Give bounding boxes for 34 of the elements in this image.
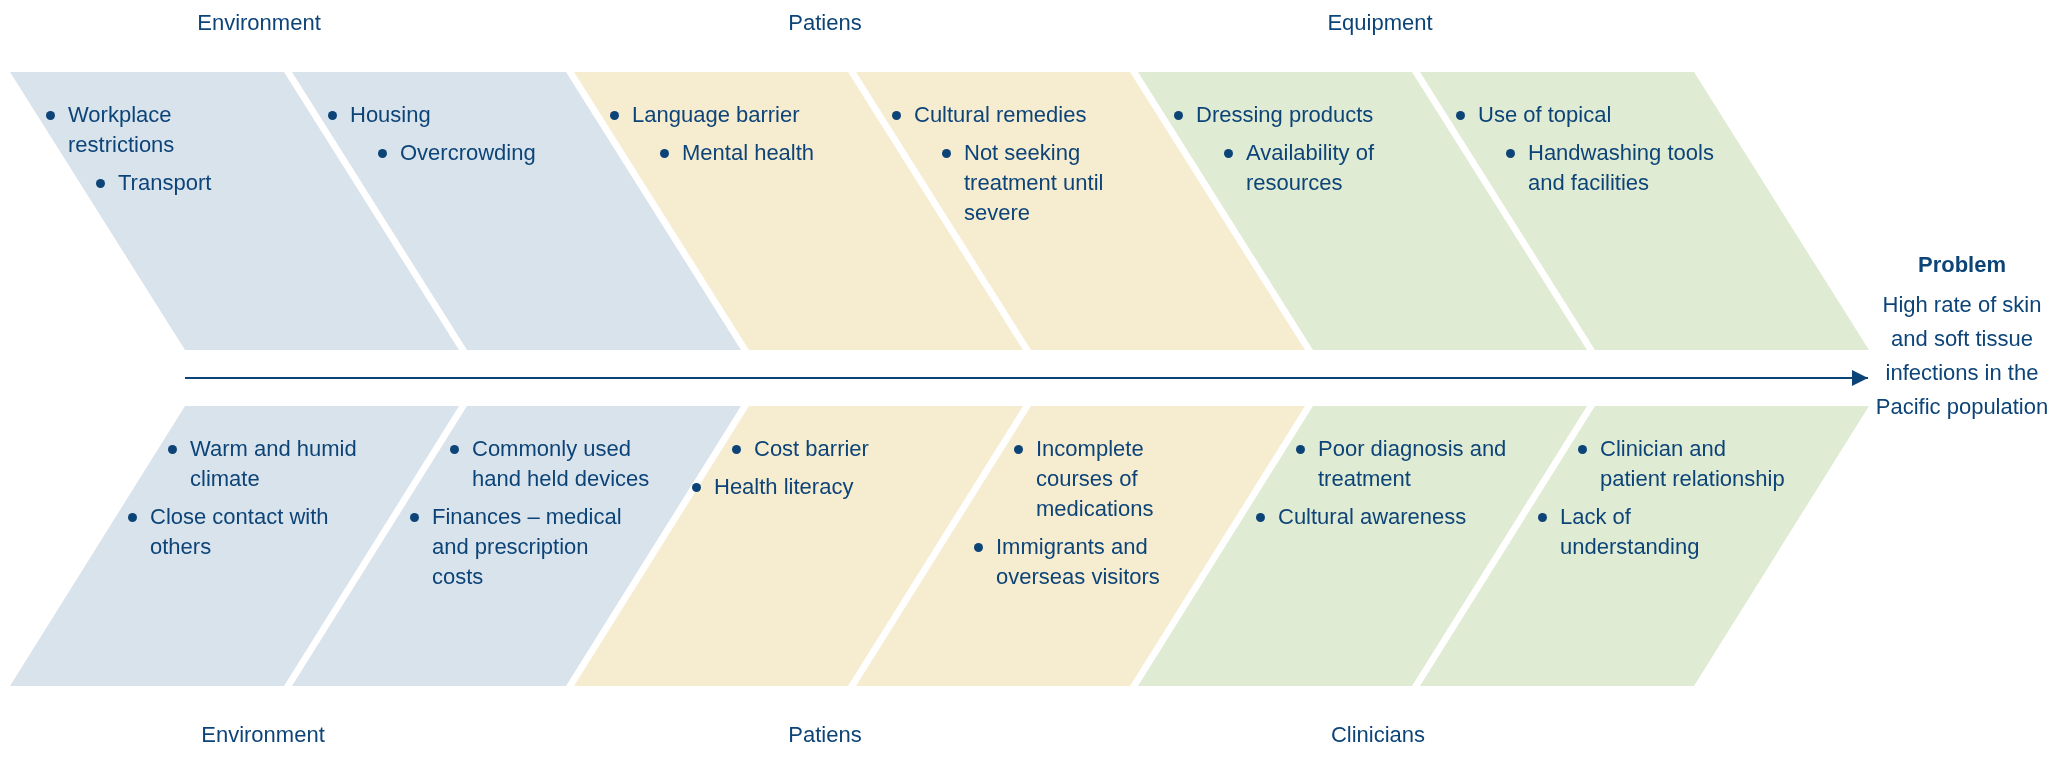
category-label: Patiens: [787, 722, 863, 748]
category-label: Environment: [200, 722, 326, 748]
list-item: Cost barrier: [754, 436, 869, 461]
list-item: Finances – medical and prescription costs: [432, 504, 622, 589]
list-item: Use of topical: [1478, 102, 1612, 127]
list-item: Mental health: [682, 140, 815, 165]
list-item: Availability of resources: [1246, 140, 1374, 195]
category-label: Equipment: [1326, 10, 1434, 36]
list-item: Workplace restrictions: [68, 102, 175, 157]
problem-heading: Problem: [1917, 251, 2007, 279]
category-label: Patiens: [787, 10, 863, 36]
list-item: Not seeking treatment until severe: [964, 140, 1104, 225]
list-item: Cultural awareness: [1278, 504, 1467, 529]
list-item: Transport: [118, 170, 212, 195]
category-label: Clinicians: [1329, 722, 1427, 748]
list-item: Poor diagnosis and treatment: [1318, 436, 1507, 491]
list-item: Housing: [350, 102, 431, 127]
list-item: Warm and humid climate: [190, 436, 357, 491]
list-item: Dressing products: [1196, 102, 1374, 127]
cause-band: [1420, 72, 1869, 350]
list-item: Immigrants and overseas visitors: [996, 534, 1160, 589]
list-item: Close contact with others: [150, 504, 329, 559]
list-item: Incomplete courses of medications: [1036, 436, 1154, 521]
arrow: [184, 370, 1869, 386]
list-item: Language barrier: [632, 102, 800, 127]
list-item: Overcrowding: [400, 140, 536, 165]
list-item: Cultural remedies: [914, 102, 1087, 127]
list-item: Commonly used hand held devices: [472, 436, 650, 491]
category-label: Environment: [196, 10, 322, 36]
list-item: Clinician and patient relationship: [1600, 436, 1785, 491]
list-item: Handwashing tools and facilities: [1528, 140, 1714, 195]
problem-text: High rate of skin and soft tissue infections in the Pacific population: [1874, 291, 2050, 421]
list-item: Health literacy: [714, 474, 854, 499]
list-item: Lack of understanding: [1560, 504, 1700, 559]
